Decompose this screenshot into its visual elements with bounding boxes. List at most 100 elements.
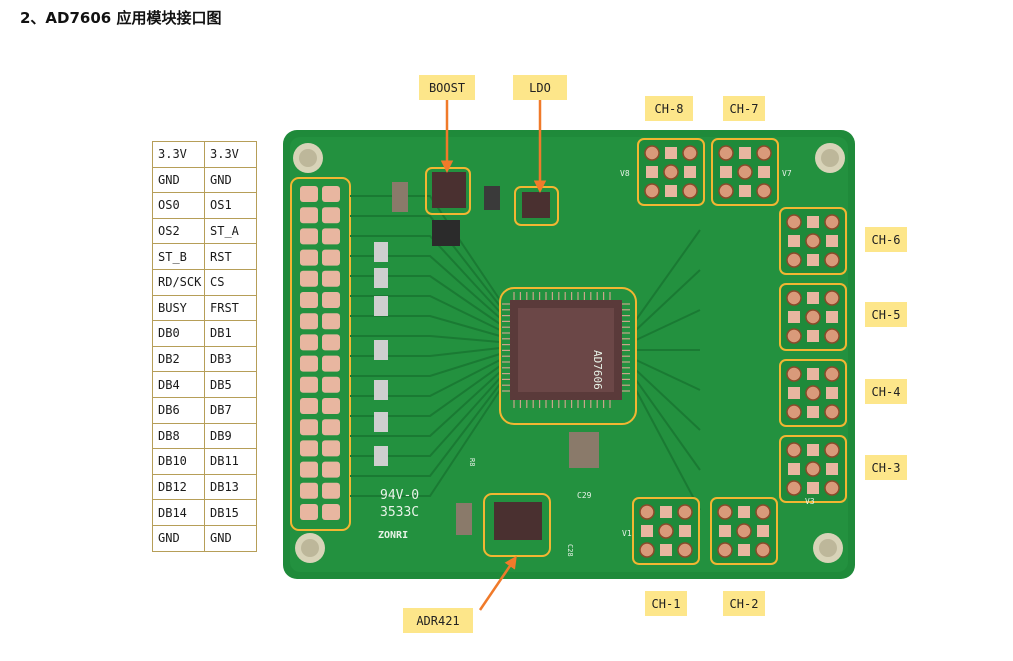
channel-connector — [632, 497, 700, 565]
header-pin — [322, 419, 340, 436]
trace — [635, 229, 701, 321]
page-title: 2、AD7606 应用模块接口图 — [20, 9, 222, 27]
pin-label-right: DB1 — [204, 320, 257, 347]
header-pin — [300, 376, 318, 393]
silk-v1: V1 — [622, 529, 632, 538]
header-pin — [300, 292, 318, 308]
channel-connector — [710, 497, 778, 565]
channel-connector — [711, 138, 779, 206]
pin-label-right: 3.3V — [204, 141, 257, 168]
trace — [350, 383, 501, 477]
channel-connector — [779, 283, 847, 351]
label-ch5: CH-5 — [865, 302, 907, 327]
header-pin — [322, 313, 340, 330]
label-ch4: CH-4 — [865, 379, 907, 404]
pin-label-left: DB14 — [152, 499, 205, 526]
pin-label-left: GND — [152, 166, 205, 194]
label-ldo: LDO — [513, 75, 567, 100]
silk-code: 3533C — [380, 505, 419, 520]
label-ch7: CH-7 — [723, 96, 765, 121]
header-pin — [322, 270, 340, 287]
header-pin — [322, 334, 340, 351]
pin-header — [300, 186, 340, 520]
header-pin — [300, 207, 318, 224]
pin-label-left: 3.3V — [152, 141, 205, 168]
header-pin — [300, 313, 318, 330]
pin-label-right: RST — [204, 243, 257, 270]
header-pin — [322, 228, 340, 245]
header-pin — [322, 461, 340, 478]
silk-brand: ZONRI — [378, 530, 408, 541]
header-pin — [300, 461, 318, 478]
header-pin — [322, 186, 340, 202]
header-pin — [300, 249, 318, 266]
label-ch3: CH-3 — [865, 455, 907, 480]
channel-connector — [637, 138, 705, 206]
header-pin — [322, 482, 340, 499]
chip-marking: AD7606 — [591, 350, 604, 390]
traces — [350, 195, 701, 511]
header-pin — [300, 270, 318, 287]
silk-c29: C29 — [577, 491, 592, 500]
pin-label-right: GND — [204, 166, 257, 194]
header-pin — [300, 228, 318, 245]
resistor-arrays — [374, 242, 388, 466]
header-pin — [300, 504, 318, 520]
trace — [350, 389, 501, 497]
label-boost: BOOST — [419, 75, 475, 100]
label-ch6: CH-6 — [865, 227, 907, 252]
pin-label-right: DB7 — [204, 396, 257, 424]
adr421-outline — [483, 493, 551, 557]
channel-connector — [779, 359, 847, 427]
silk-v3: V3 — [805, 497, 815, 506]
trace — [635, 369, 701, 431]
header-pin — [322, 249, 340, 266]
trace — [350, 353, 501, 377]
mounting-holes — [293, 143, 845, 563]
header-pin — [322, 376, 340, 393]
header-pin — [300, 398, 318, 414]
header-pin — [322, 504, 340, 520]
header-pin — [300, 482, 318, 499]
trace — [635, 359, 701, 391]
label-ch8: CH-8 — [645, 96, 693, 121]
resistor-array — [374, 380, 388, 400]
resistor-array — [374, 412, 388, 432]
trace — [635, 269, 701, 331]
header-pin — [300, 419, 318, 436]
header-outline — [290, 177, 351, 531]
resistor-array — [374, 242, 388, 262]
arrow-adr421 — [478, 555, 517, 611]
trace — [350, 235, 501, 313]
pin-label-right: GND — [204, 524, 257, 552]
pin-label-left: DB4 — [152, 371, 205, 398]
label-ch1: CH-1 — [645, 591, 687, 616]
resistor-array — [374, 268, 388, 288]
silk-c28: C28 — [566, 544, 574, 557]
adc-chip-outline — [499, 287, 637, 425]
header-pin — [300, 186, 318, 202]
silk-r8: R8 — [468, 458, 476, 466]
silk-v8: V8 — [620, 169, 630, 178]
pin-label-left: RD/SCK — [152, 268, 205, 296]
pin-label-left: DB10 — [152, 448, 205, 475]
trace — [635, 389, 701, 511]
pin-label-left: OS2 — [152, 217, 205, 245]
header-pin — [300, 334, 318, 351]
trace — [350, 215, 501, 307]
header-pin — [300, 355, 318, 372]
header-pin — [322, 292, 340, 308]
label-adr421: ADR421 — [403, 608, 473, 633]
label-ch2: CH-2 — [723, 591, 765, 616]
header-pin — [322, 398, 340, 414]
